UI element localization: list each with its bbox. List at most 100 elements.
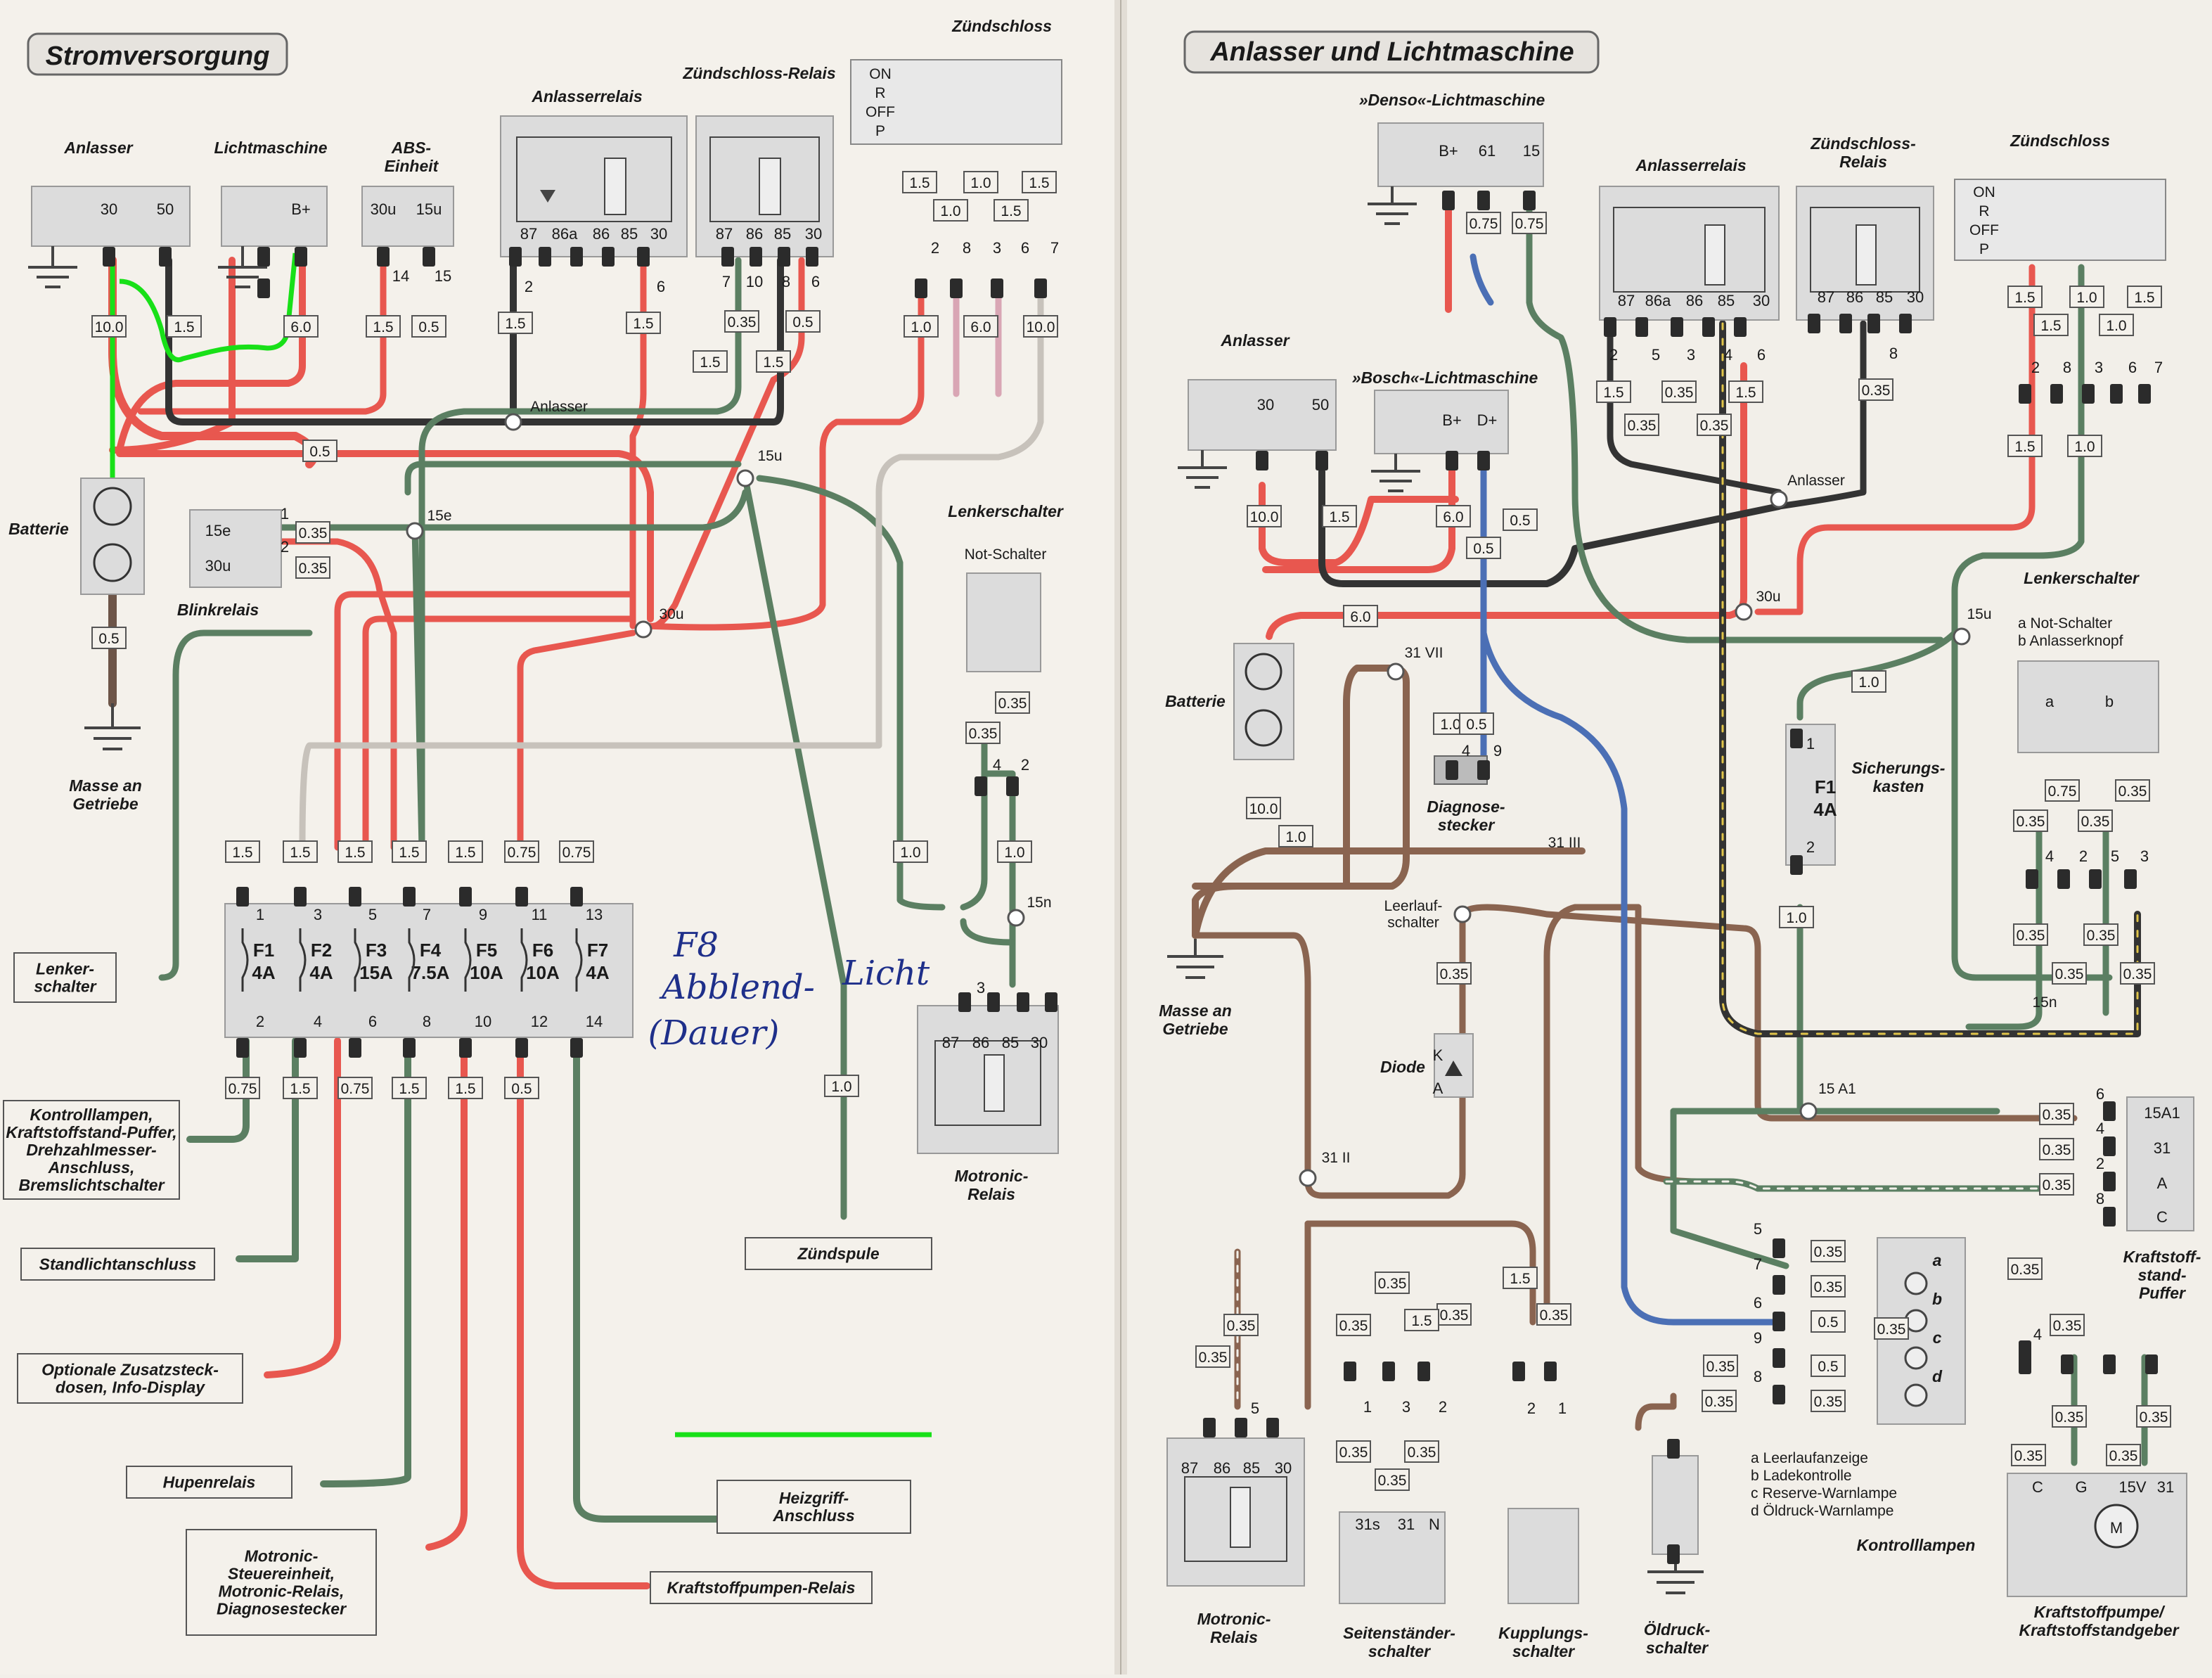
wire-number: 8	[1754, 1368, 1762, 1385]
fuse-pin-number: 3	[314, 906, 322, 923]
wire-red	[517, 1037, 650, 1589]
connector-plug	[257, 247, 270, 267]
connector-plug	[1667, 1439, 1680, 1459]
fuse-id: F4	[420, 940, 442, 961]
cross-section-box	[2045, 779, 2080, 802]
pin-label: 30	[1031, 1034, 1048, 1051]
wire-number: 8	[2063, 359, 2071, 376]
wire-number: 2	[931, 239, 939, 257]
pin-label: 31	[2154, 1139, 2171, 1157]
connector-plug	[1344, 1362, 1356, 1381]
connector-plug	[602, 247, 615, 267]
wire-number: 1	[281, 505, 289, 523]
pin-label: 87	[1181, 1459, 1198, 1477]
wire-green	[742, 475, 847, 1220]
connector-plug	[236, 887, 249, 907]
wire-number: 3	[993, 239, 1001, 257]
cross-section-box	[1811, 1240, 1846, 1262]
pin-label: 30	[805, 225, 822, 243]
component-label: Zündschloss	[951, 17, 1052, 35]
connector-plug	[459, 887, 472, 907]
cross-section-box	[893, 840, 928, 863]
handwritten-note: (Dauer)	[648, 1013, 780, 1053]
cross-section-label: 0.5	[1473, 541, 1493, 557]
cross-section-box	[225, 1077, 260, 1099]
wire-number: 3	[1402, 1398, 1410, 1416]
wire-green	[236, 1037, 299, 1262]
connector-plug	[539, 247, 551, 267]
wire-number: 6	[1754, 1294, 1762, 1312]
output-kontrolllampen-label: Kraftstoffstand-Puffer,	[6, 1123, 176, 1141]
connector-plug	[991, 278, 1003, 298]
cross-section-label: 1.5	[290, 1081, 310, 1097]
connector-plug	[1382, 1362, 1395, 1381]
connector-plug	[1477, 760, 1490, 780]
cross-section-label: 0.5	[1466, 717, 1486, 733]
fuse-rating: 4A	[1813, 799, 1837, 820]
component-label: Leerlauf-	[1384, 898, 1443, 914]
connector-plug	[294, 1038, 307, 1058]
lichtmaschine-box	[221, 186, 328, 247]
connector-plug	[1839, 314, 1852, 333]
connector-plug	[1266, 1418, 1279, 1437]
cross-section-label: 1.0	[1786, 910, 1806, 926]
cross-section-label: 0.75	[562, 845, 591, 861]
cross-section-box	[2120, 962, 2155, 985]
pin-label: 31	[2157, 1478, 2174, 1496]
wire-number: 15	[435, 267, 451, 285]
connector-plug	[806, 247, 818, 267]
cross-section-label: 1.5	[1603, 385, 1623, 401]
wire-green	[418, 257, 742, 851]
fuse-rating: 7.5A	[411, 962, 450, 983]
component-label: ABS-	[391, 139, 431, 157]
cross-section-box	[1404, 1309, 1439, 1331]
component-label: Anlasser	[1220, 331, 1290, 350]
connector-plug	[349, 887, 361, 907]
fuse-icon	[299, 928, 307, 992]
legend-item: c Reserve-Warnlampe	[1751, 1485, 1897, 1501]
wire-red	[362, 615, 636, 851]
pin-label: 15V	[2118, 1478, 2146, 1496]
cross-section-label: 1.5	[700, 354, 720, 371]
cross-section-box	[1536, 1303, 1571, 1326]
wire-brown	[1304, 1220, 1536, 1326]
wire-red	[1259, 482, 1459, 566]
wire-green	[573, 1037, 721, 1523]
cross-section-label: 0.35	[2017, 814, 2045, 830]
fuse-pin-number: 7	[423, 906, 431, 923]
wire-red	[271, 538, 397, 851]
wire-number: 4	[1724, 346, 1732, 364]
output-motronic-label: Motronic-	[245, 1547, 319, 1565]
connector-plug	[2061, 1354, 2073, 1374]
anlasserrelais-box	[500, 115, 688, 257]
wire-number: 4	[993, 756, 1001, 774]
cross-section-label: 0.5	[1510, 513, 1530, 529]
pin-label: 61	[1479, 142, 1496, 160]
fuse-rating: 4A	[309, 962, 333, 983]
junction-label: Anlasser	[530, 399, 588, 415]
cross-section-label: 1.0	[2106, 318, 2126, 334]
wire-number: 8	[782, 273, 790, 290]
cross-section-label: 0.35	[2087, 928, 2116, 944]
connector-plug	[294, 887, 307, 907]
wire-blue	[1480, 629, 1782, 1326]
wire-number: 7	[1754, 1255, 1762, 1273]
pin-label: 30	[1257, 396, 1274, 414]
connector-plug	[459, 1038, 472, 1058]
wire-number: 10	[746, 273, 763, 290]
anlasser-box	[1188, 379, 1337, 451]
connector-plug	[1790, 855, 1803, 875]
connector-plug	[1045, 992, 1057, 1012]
connector-plug	[515, 887, 528, 907]
junction-node	[1735, 603, 1753, 621]
component-label: Lichtmaschine	[214, 139, 327, 157]
wire-brown	[1192, 847, 1586, 939]
cross-section-label: 6.0	[290, 319, 311, 335]
wire-green	[756, 475, 946, 911]
connector-plug	[2103, 1354, 2116, 1374]
connector-plug	[2124, 869, 2137, 889]
batterie-box	[80, 478, 145, 595]
wire-green	[186, 1037, 250, 1143]
connector-plug	[1256, 451, 1268, 470]
cross-section-label: 0.35	[299, 561, 328, 577]
